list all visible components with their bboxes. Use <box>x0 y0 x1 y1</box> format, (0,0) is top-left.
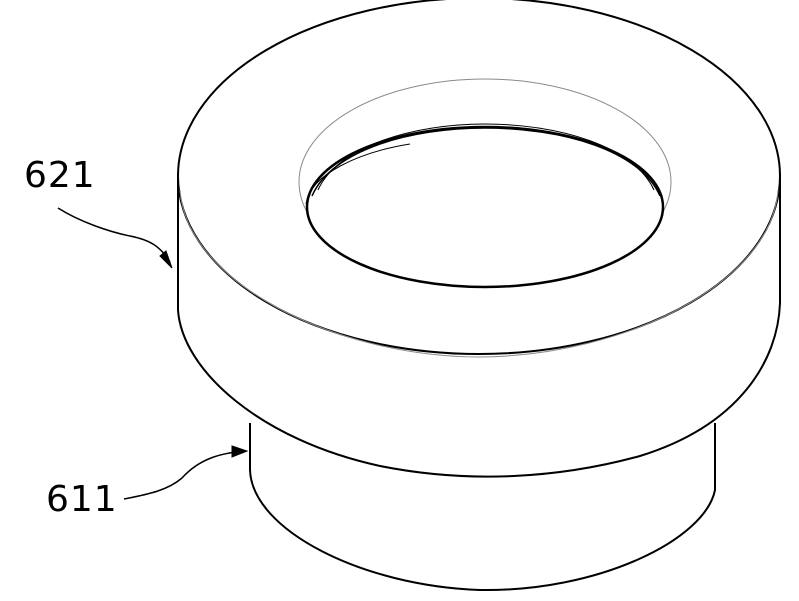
leader-621-line <box>58 208 170 262</box>
bore <box>299 79 671 287</box>
leader-621 <box>58 208 172 268</box>
leader-621-arrowhead <box>160 251 172 268</box>
callout-label-621: 621 <box>24 158 96 194</box>
callout-label-611: 611 <box>46 482 118 518</box>
leader-611 <box>124 446 247 499</box>
leader-611-arrowhead <box>232 446 247 457</box>
leader-611-line <box>124 451 245 499</box>
